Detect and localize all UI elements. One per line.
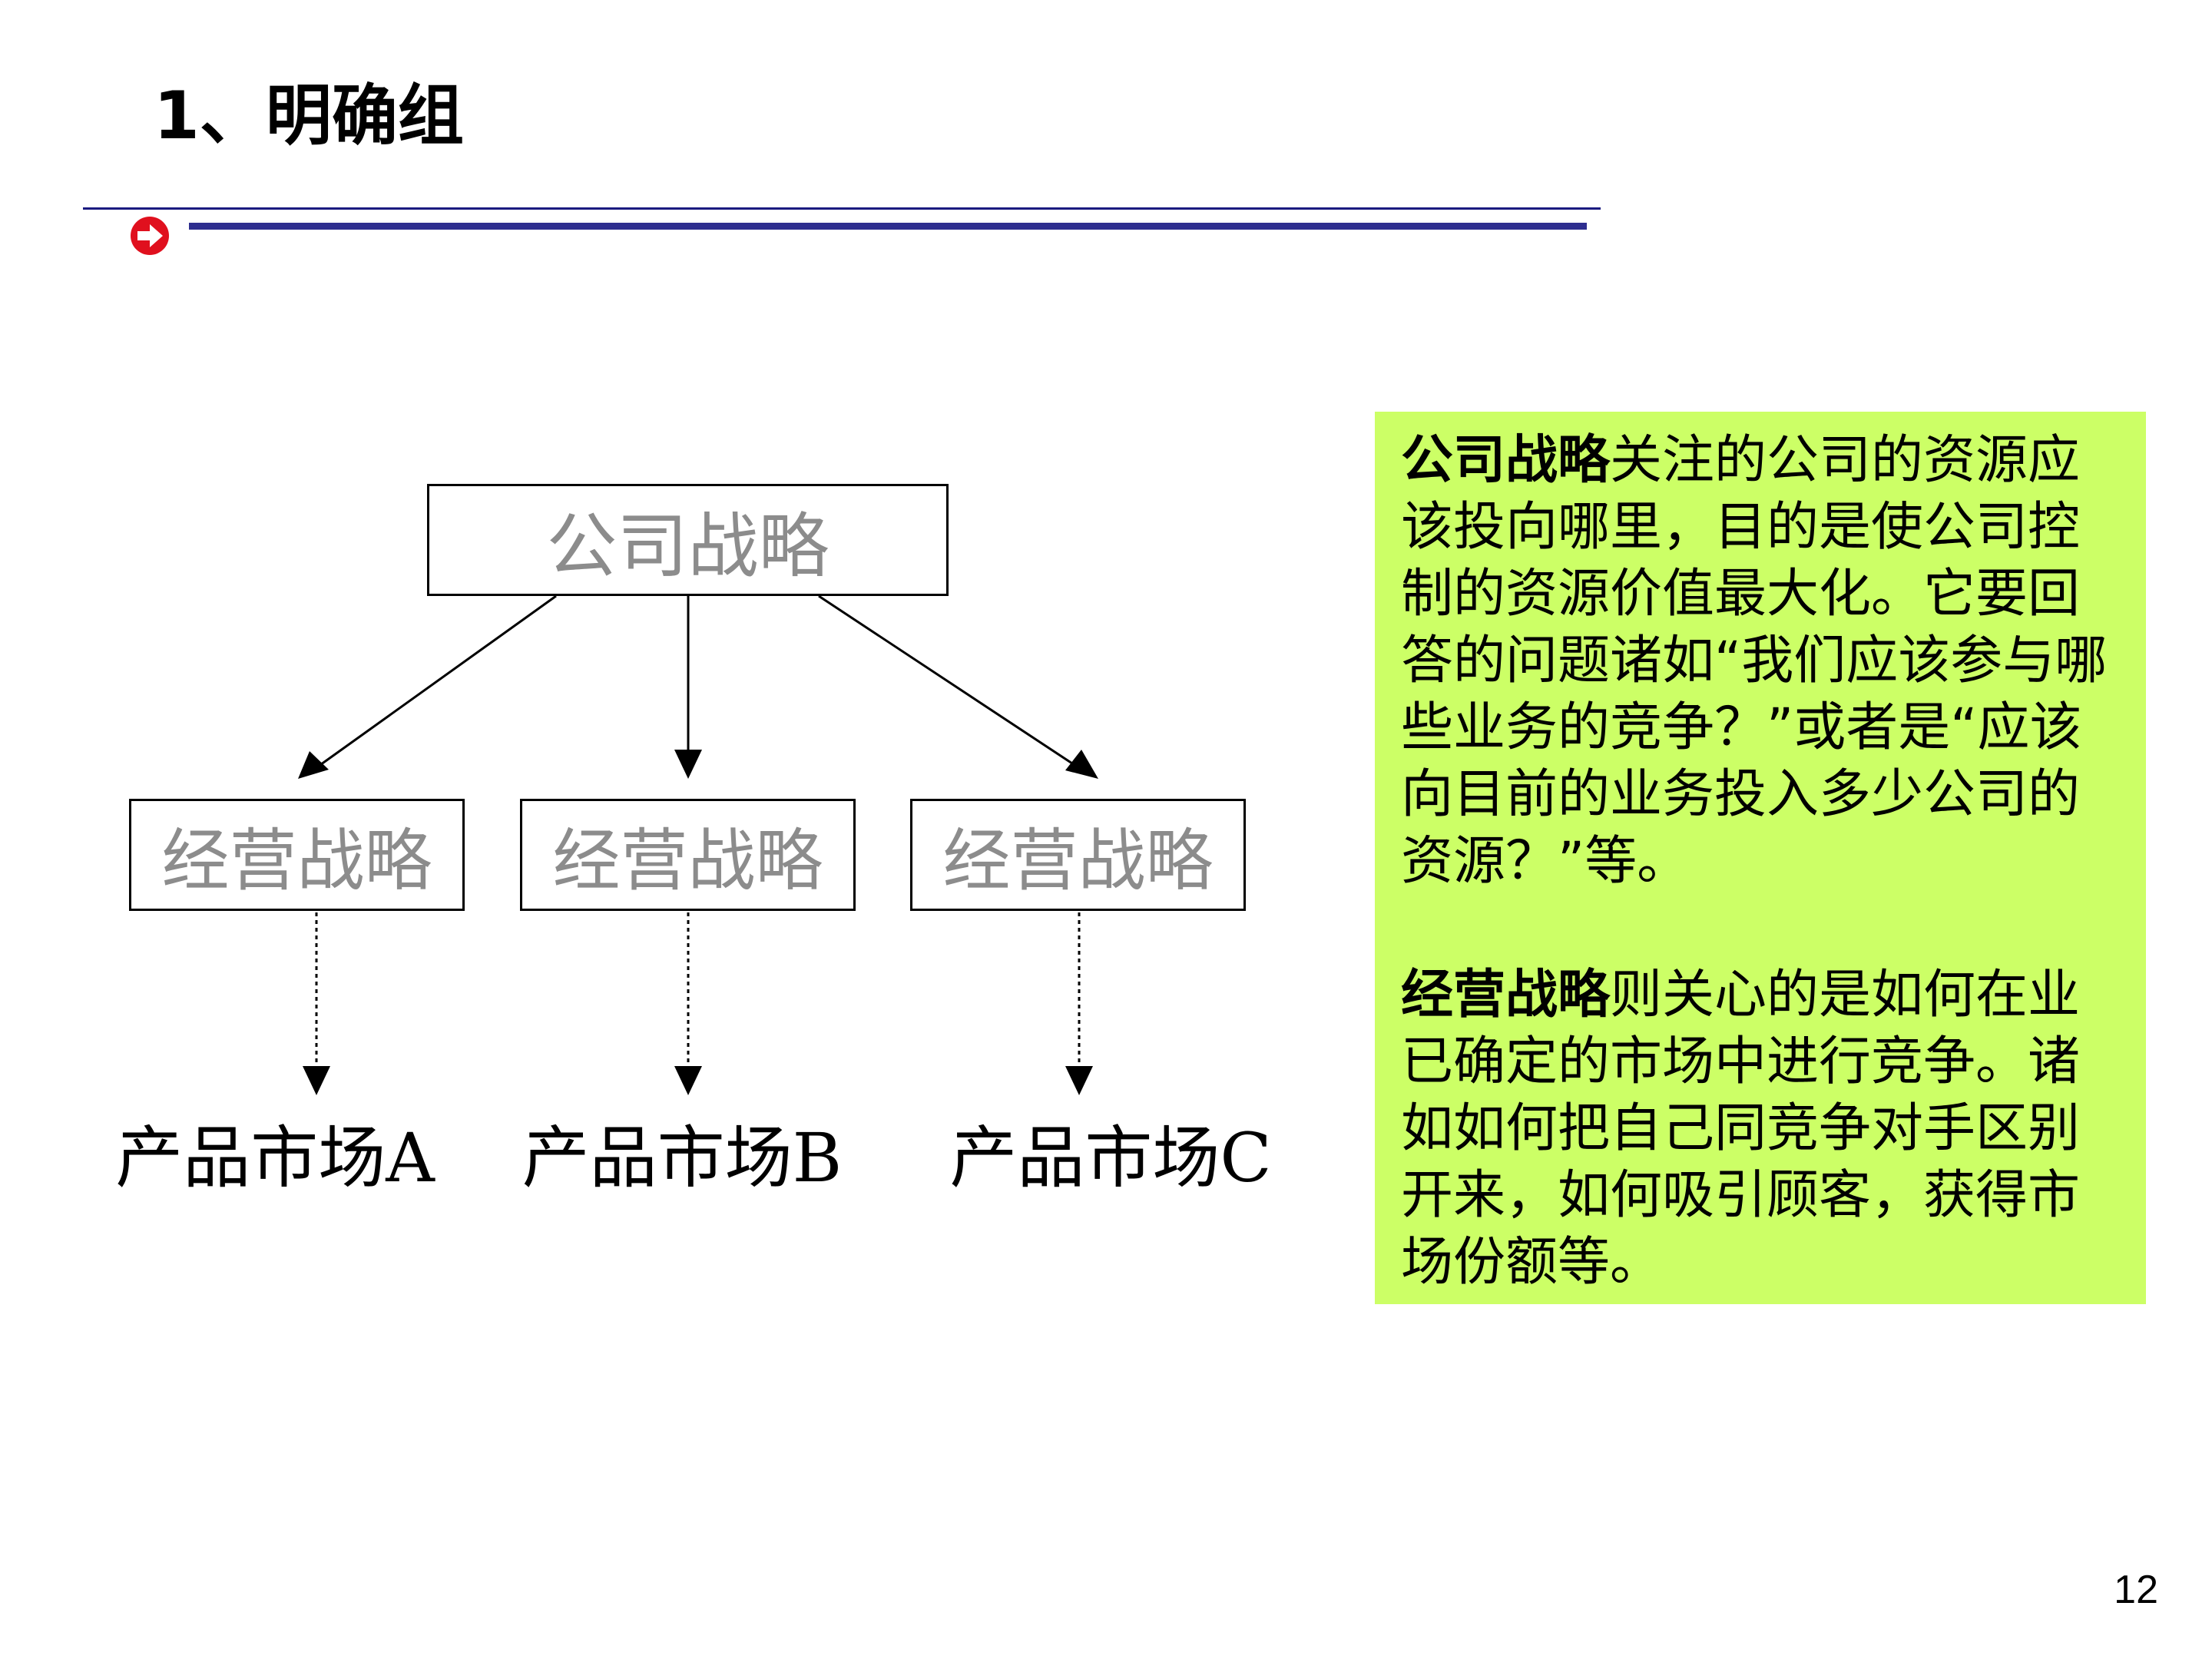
product-market-b: 产品市场B: [522, 1118, 843, 1197]
title-occluder: [482, 69, 1250, 169]
node-business-strategy-2: 经营战略: [520, 799, 856, 911]
arrowhead-market-3: [1065, 1066, 1093, 1095]
business-strategy-term: 经营战略: [1401, 965, 1611, 1025]
node-corporate-strategy: 公司战略: [427, 484, 949, 596]
arrowhead-market-2: [674, 1066, 702, 1095]
arrow-bullet-icon: [131, 217, 169, 255]
corporate-strategy-explanation: 公司战略关注的公司的资源应该投向哪里，目的是使公司控制的资源价值最大化。它要回答…: [1401, 427, 2128, 895]
corporate-strategy-text: 关注的公司的资源应该投向哪里，目的是使公司控制的资源价值最大化。它要回答的问题诸…: [1401, 430, 2108, 892]
product-market-c: 产品市场C: [949, 1118, 1272, 1197]
arrowhead-biz-1: [298, 751, 329, 779]
business-strategy-explanation: 经营战略则关心的是如何在业已确定的市场中进行竞争。诸如如何把自己同竞争对手区别开…: [1401, 962, 2128, 1296]
node-business-strategy-1: 经营战略: [129, 799, 465, 911]
connector-root-to-biz-3: [818, 594, 1078, 768]
arrowhead-biz-3: [1065, 750, 1098, 779]
page-number: 12: [2114, 1568, 2158, 1612]
header-rule-thin: [83, 207, 1601, 210]
connector-root-to-biz-1: [317, 594, 557, 768]
header-rule-thick: [189, 223, 1587, 230]
node-business-strategy-3: 经营战略: [910, 799, 1246, 911]
business-strategy-text: 则关心的是如何在业已确定的市场中进行竞争。诸如如何把自己同竞争对手区别开来，如何…: [1401, 965, 2081, 1293]
slide-title: 1、明确组: [154, 78, 464, 154]
arrowhead-market-1: [303, 1066, 330, 1095]
arrowhead-biz-2: [674, 750, 702, 779]
product-market-a: 产品市场A: [115, 1118, 435, 1197]
corporate-strategy-term: 公司战略: [1401, 430, 1611, 491]
explanation-panel: 公司战略关注的公司的资源应该投向哪里，目的是使公司控制的资源价值最大化。它要回答…: [1375, 412, 2146, 1304]
